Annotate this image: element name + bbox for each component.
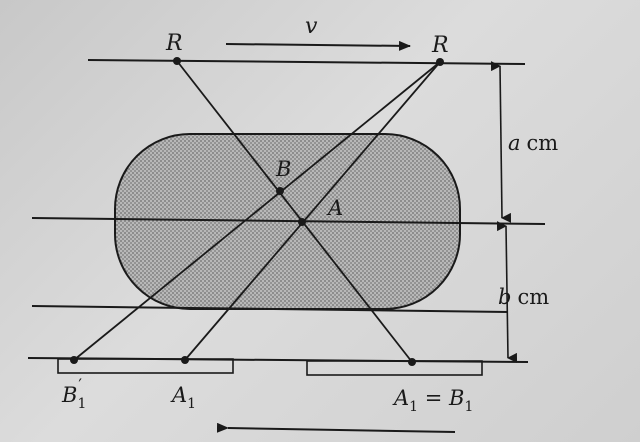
ray-right-source-to-a1: [184, 61, 441, 361]
label-source-right: R: [431, 33, 449, 58]
label-point-b: B: [275, 157, 291, 181]
label-source-left: R: [165, 31, 183, 56]
point-a-dot: [298, 218, 306, 226]
source-point-left: [173, 57, 181, 65]
image-a1-b1-dot: [408, 358, 416, 366]
middle-plane-line: [31, 217, 546, 225]
image-a1-dot: [181, 356, 189, 364]
dimension-b-line: [496, 221, 518, 363]
film-strip-left: [57, 358, 234, 374]
label-point-a: A: [326, 196, 343, 220]
source-track-line: [87, 59, 526, 65]
film-strip-right: [306, 360, 483, 376]
lower-plane-line: [31, 305, 509, 313]
label-image-a1: A1: [170, 383, 196, 412]
ray-right-source-to-b1-prime: [73, 61, 441, 361]
label-image-a1-equals-b1: A1 = B1: [392, 386, 473, 415]
dimension-a-line: [490, 61, 512, 223]
velocity-arrow: [225, 40, 411, 51]
label-image-b1-prime: B1′: [61, 375, 86, 412]
label-velocity: v: [305, 14, 318, 39]
film-motion-arrow: [216, 422, 456, 433]
source-point-right: [436, 58, 444, 66]
ray-left-source-to-image: [176, 60, 413, 363]
image-b1-prime-dot: [70, 356, 78, 364]
point-b-dot: [276, 187, 284, 195]
